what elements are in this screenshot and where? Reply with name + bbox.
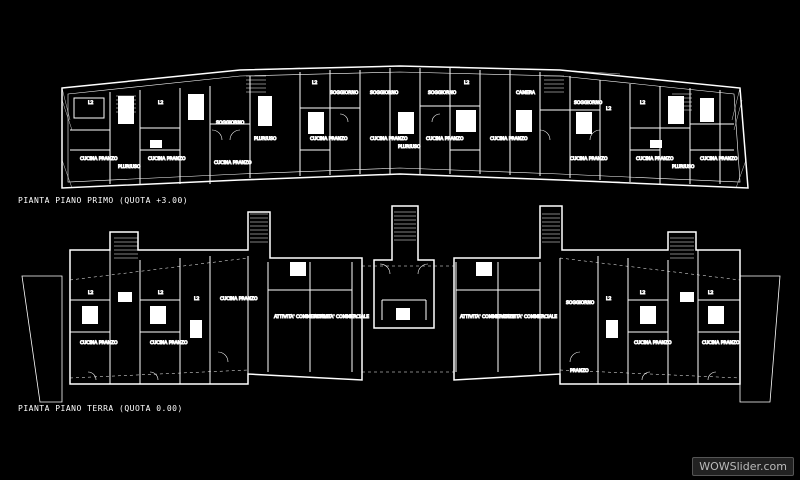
room-label-letto: L2 — [158, 100, 164, 106]
room-label-pluriuso: PLURIUSO — [254, 136, 277, 142]
ground-floor-plan: L2 CUCINA PRANZO L2 CUCINA PRANZO L2 CUC… — [21, 205, 781, 403]
room-label-cucina: CUCINA PRANZO — [636, 156, 674, 162]
room-label-letto: L2 — [606, 296, 612, 302]
room-label-commerciale: ATTIVITA' COMMERCIALE — [314, 314, 369, 320]
room-label-cucina: CUCINA PRANZO — [634, 340, 672, 346]
first-floor-caption: PIANTA PIANO PRIMO (QUOTA +3.00) — [18, 196, 189, 205]
first-floor-plan: L2 CUCINA PRANZO PLURIUSO L2 CUCINA PRAN… — [61, 65, 749, 189]
room-label-cucina: CUCINA PRANZO — [426, 136, 464, 142]
room-label-cucina: CUCINA PRANZO — [570, 156, 608, 162]
room-label-soggiorno: SOGGIORNO — [370, 90, 399, 96]
room-label-soggiorno: SOGGIORNO — [428, 90, 457, 96]
room-label-soggiorno: SOGGIORNO — [216, 120, 245, 126]
first-floor-room-labels: L2 CUCINA PRANZO PLURIUSO L2 CUCINA PRAN… — [80, 80, 739, 171]
right-ramp — [739, 275, 781, 403]
room-label-cucina: CUCINA PRANZO — [214, 160, 252, 166]
ground-floor-caption: PIANTA PIANO TERRA (QUOTA 0.00) — [18, 404, 183, 413]
room-label-letto: L2 — [88, 100, 94, 106]
room-label-letto: L2 — [312, 80, 318, 86]
ground-floor-cores — [82, 262, 724, 338]
ground-floor-doors — [87, 263, 717, 381]
room-label-cucina: CUCINA PRANZO — [310, 136, 348, 142]
room-label-letto: L2 — [708, 100, 714, 106]
room-label-letto: L2 — [158, 290, 164, 296]
room-label-pranzo: PRANZO — [570, 368, 589, 374]
room-label-letto: L2 — [640, 100, 646, 106]
room-label-soggiorno: SOGGIORNO — [566, 300, 595, 306]
room-label-pluriuso: PLURIUSO — [672, 164, 695, 170]
room-label-letto: L2 — [708, 290, 714, 296]
ground-central-core-outline — [373, 205, 435, 329]
room-label-cucina: CUCINA PRANZO — [150, 340, 188, 346]
room-label-cucina: CUCINA PRANZO — [148, 156, 186, 162]
watermark: WOWSlider.com — [692, 457, 794, 476]
room-label-cucina: CUCINA PRANZO — [700, 156, 738, 162]
ground-left-wing-outline — [69, 211, 363, 385]
first-floor-walls — [70, 68, 734, 184]
room-label-soggiorno: SOGGIORNO — [574, 100, 603, 106]
room-label-letto: L2 — [640, 290, 646, 296]
left-ramp — [21, 275, 63, 403]
room-label-letto: L2 — [88, 290, 94, 296]
room-label-commerciale: ATTIVITA' COMMERCIALE — [502, 314, 557, 320]
first-floor-doors — [211, 113, 601, 141]
room-label-pluriuso: PLURIUSO — [118, 164, 141, 170]
room-label-commerciale: ATTIVITA' COMMERCIALE — [274, 314, 329, 320]
room-label-commerciale: ATTIVITA' COMMERCIALE — [460, 314, 515, 320]
room-label-camera: CAMERA — [516, 90, 536, 96]
room-label-letto: L2 — [194, 106, 200, 112]
first-floor-outline — [61, 65, 749, 189]
balcony-hatching — [61, 65, 747, 189]
ground-floor-stairs — [114, 211, 694, 259]
room-label-cucina: CUCINA PRANZO — [80, 340, 118, 346]
first-floor-stairs — [116, 75, 692, 113]
room-label-cucina: CUCINA PRANZO — [220, 296, 258, 302]
room-label-pluriuso: PLURIUSO — [398, 144, 421, 150]
ground-right-wing-outline — [453, 205, 741, 385]
room-label-letto: L2 — [194, 296, 200, 302]
ground-floor-walls — [70, 250, 740, 384]
room-label-cucina: CUCINA PRANZO — [80, 156, 118, 162]
room-label-cucina: CUCINA PRANZO — [370, 136, 408, 142]
room-label-letto: L2 — [464, 80, 470, 86]
room-label-soggiorno: SOGGIORNO — [330, 90, 359, 96]
room-label-cucina: CUCINA PRANZO — [702, 340, 740, 346]
room-label-cucina: CUCINA PRANZO — [490, 136, 528, 142]
ground-floor-room-labels: L2 CUCINA PRANZO L2 CUCINA PRANZO L2 CUC… — [80, 290, 741, 375]
room-label-letto: L2 — [606, 106, 612, 112]
